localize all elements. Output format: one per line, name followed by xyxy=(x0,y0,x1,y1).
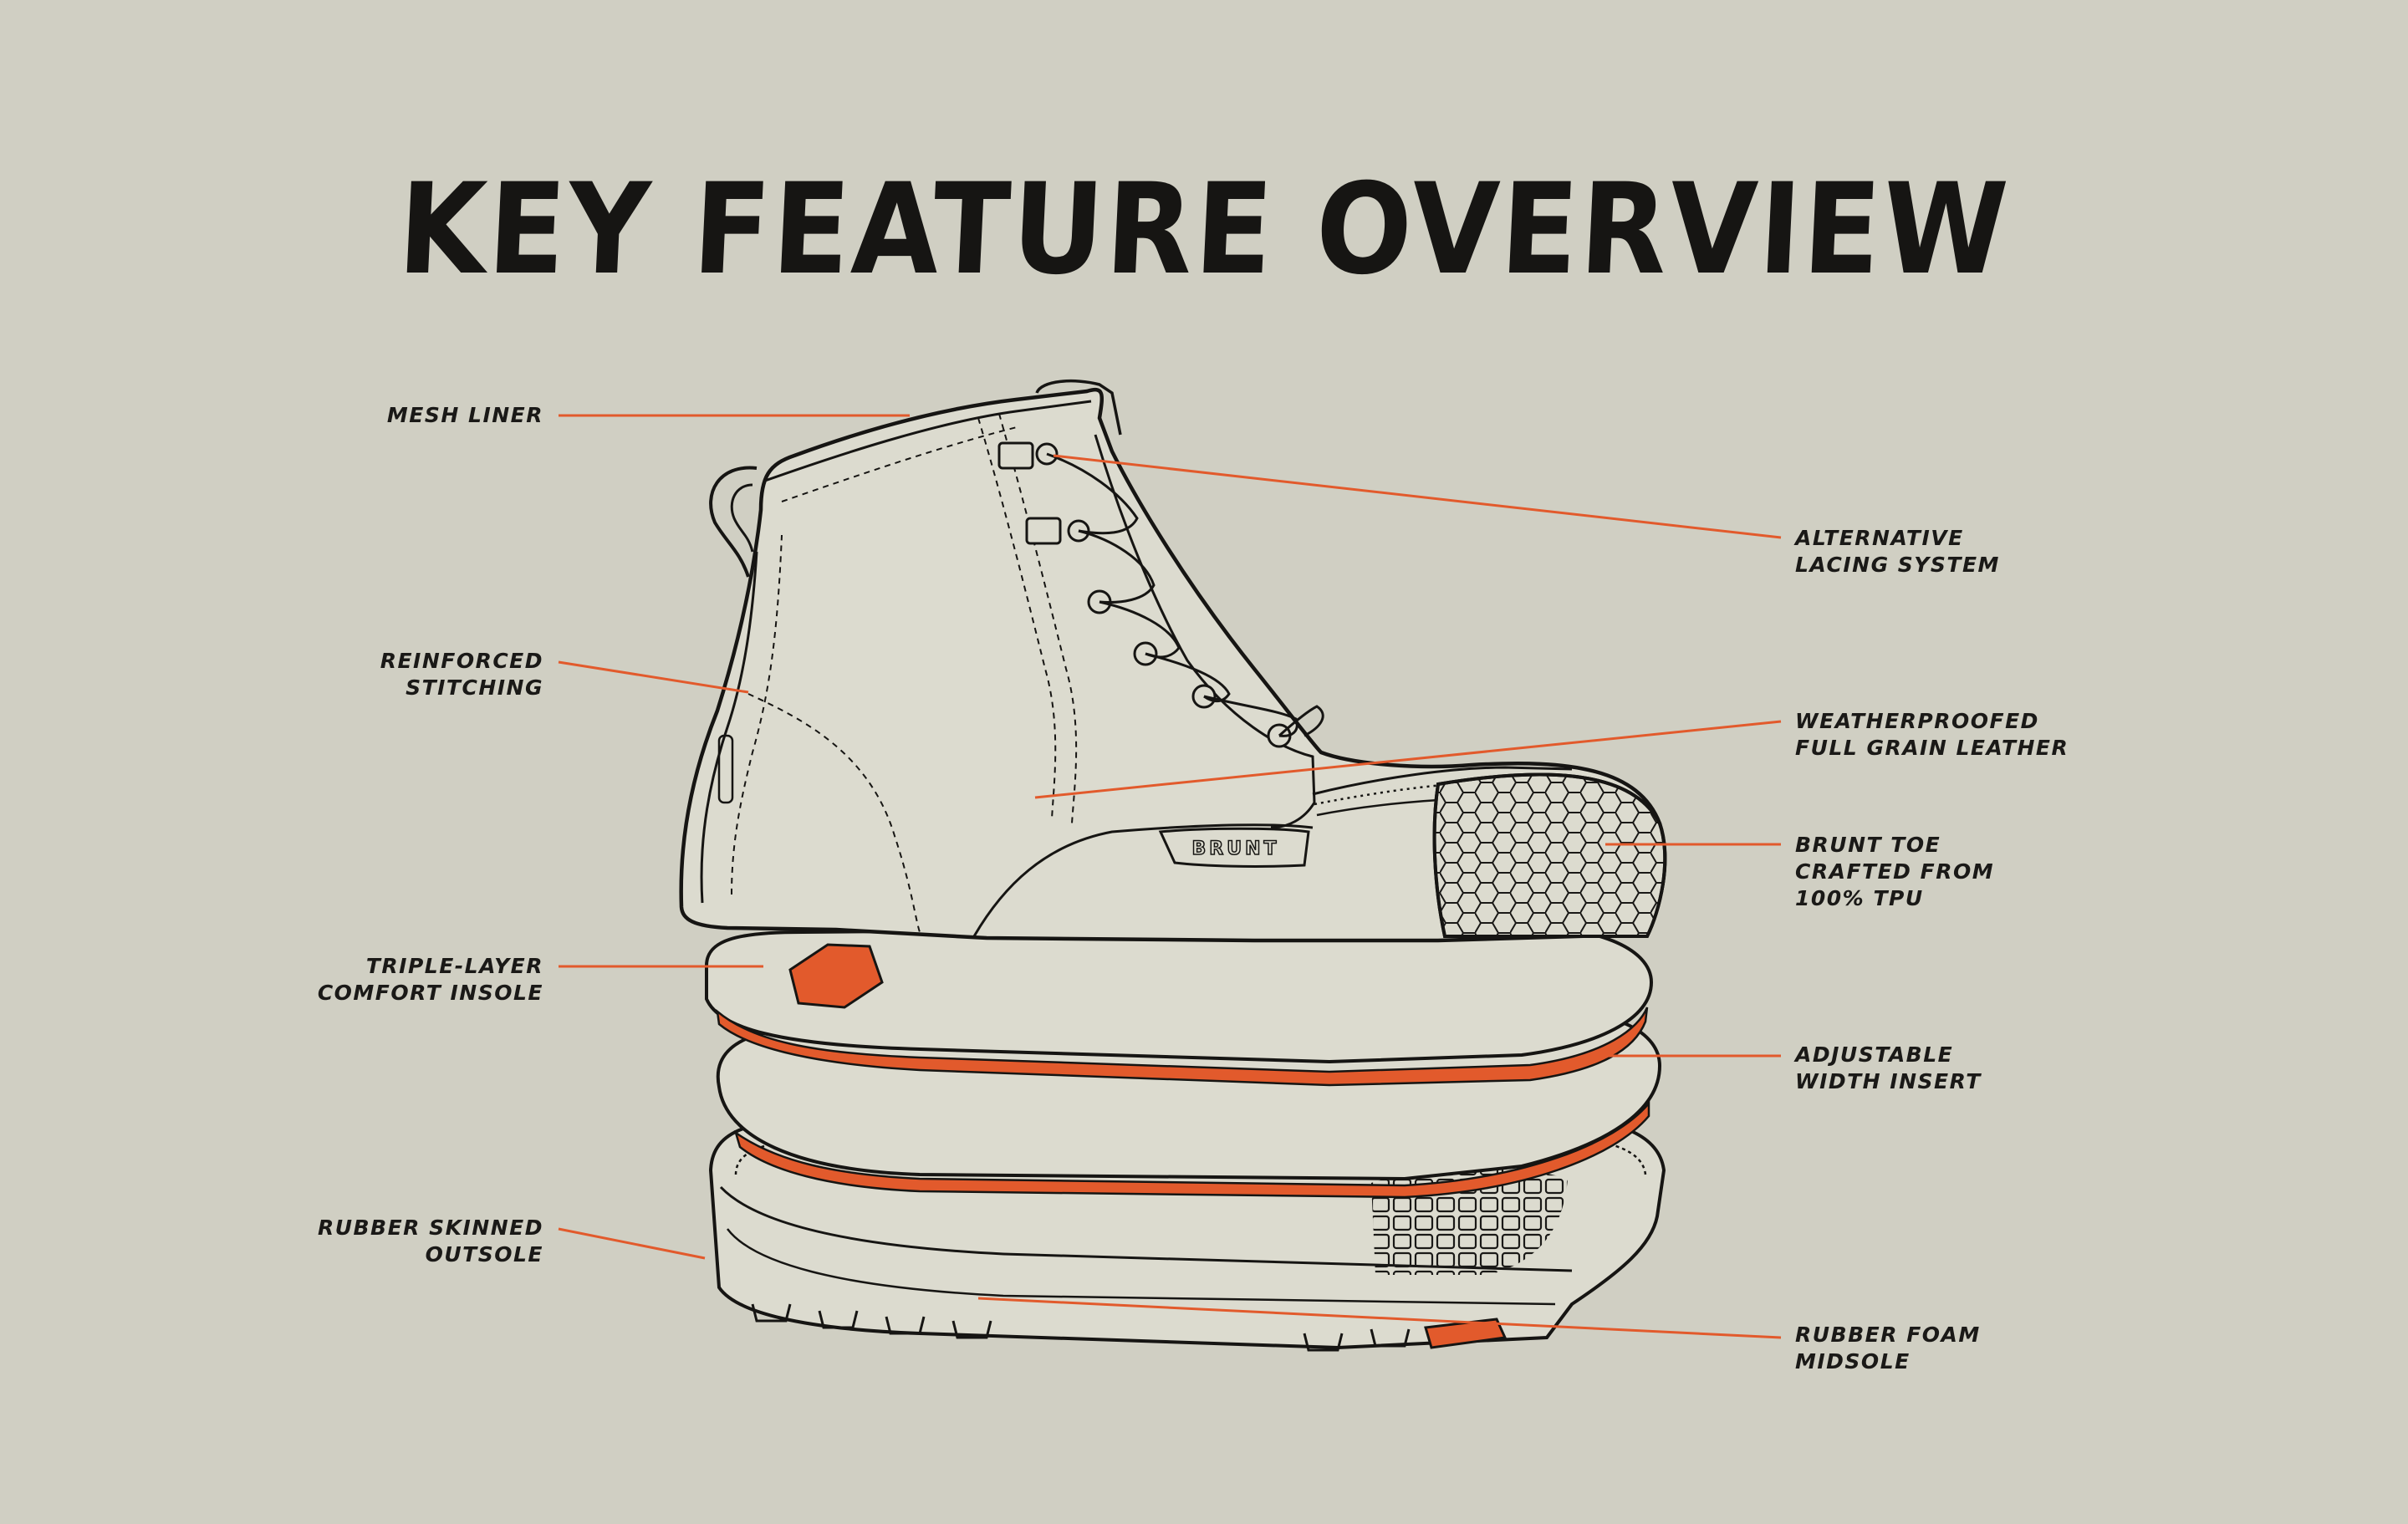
callout-triple-layer-insole: TRIPLE-LAYER COMFORT INSOLE xyxy=(318,953,543,1007)
callout-mesh-liner-line1: MESH LINER xyxy=(386,403,543,427)
callout-weatherproofed-leather-line1: WEATHERPROOFED xyxy=(1795,709,2039,733)
leader-weatherproofed-leather xyxy=(1034,720,1782,799)
callout-triple-layer-insole-line1: TRIPLE-LAYER xyxy=(365,954,543,978)
callout-rubber-skinned-outsole: RUBBER SKINNED OUTSOLE xyxy=(318,1215,543,1268)
callout-adjustable-width-line2: WIDTH INSERT xyxy=(1795,1069,1982,1093)
callout-alternative-lacing: ALTERNATIVE LACING SYSTEM xyxy=(1795,525,2000,579)
toe-cap xyxy=(1432,772,1667,938)
callout-weatherproofed-leather: WEATHERPROOFED FULL GRAIN LEATHER xyxy=(1795,708,2069,762)
callout-rubber-foam-midsole: RUBBER FOAM MIDSOLE xyxy=(1795,1322,1981,1375)
leader-rubber-foam-midsole xyxy=(977,1297,1782,1339)
brand-tag: BRUNT xyxy=(1158,827,1310,868)
callout-reinforced-stitching-line1: REINFORCED xyxy=(380,649,543,673)
callout-adjustable-width: ADJUSTABLE WIDTH INSERT xyxy=(1795,1042,1982,1095)
callout-alternative-lacing-line1: ALTERNATIVE xyxy=(1795,526,1964,550)
callout-rubber-skinned-outsole-line2: OUTSOLE xyxy=(425,1242,543,1267)
callout-mesh-liner: MESH LINER xyxy=(387,402,543,429)
callout-triple-layer-insole-line2: COMFORT INSOLE xyxy=(317,981,543,1005)
callout-rubber-foam-midsole-line2: MIDSOLE xyxy=(1795,1349,1911,1374)
brand-mark: BRUNT xyxy=(1192,838,1280,859)
leader-reinforced-stitching xyxy=(558,660,749,694)
callout-brunt-toe-line2: CRAFTED FROM xyxy=(1795,859,1995,884)
callout-alternative-lacing-line2: LACING SYSTEM xyxy=(1795,553,2000,577)
leader-alternative-lacing xyxy=(1053,454,1782,539)
callout-lines xyxy=(558,414,1782,1339)
callout-reinforced-stitching: REINFORCED STITCHING xyxy=(380,648,543,701)
callout-adjustable-width-line1: ADJUSTABLE xyxy=(1795,1042,1954,1067)
comfort-insole xyxy=(705,924,1654,1087)
callout-reinforced-stitching-line2: STITCHING xyxy=(406,675,543,700)
lacing-system xyxy=(997,441,1324,748)
callout-weatherproofed-leather-line2: FULL GRAIN LEATHER xyxy=(1795,736,2069,760)
callout-rubber-foam-midsole-line1: RUBBER FOAM xyxy=(1795,1323,1981,1347)
callout-brunt-toe-line1: BRUNT TOE xyxy=(1795,833,1941,857)
leader-rubber-skinned-outsole xyxy=(558,1227,706,1260)
callout-brunt-toe: BRUNT TOE CRAFTED FROM 100% TPU xyxy=(1795,832,1994,912)
callout-rubber-skinned-outsole-line1: RUBBER SKINNED xyxy=(317,1216,543,1240)
callout-brunt-toe-line3: 100% TPU xyxy=(1795,886,1924,910)
